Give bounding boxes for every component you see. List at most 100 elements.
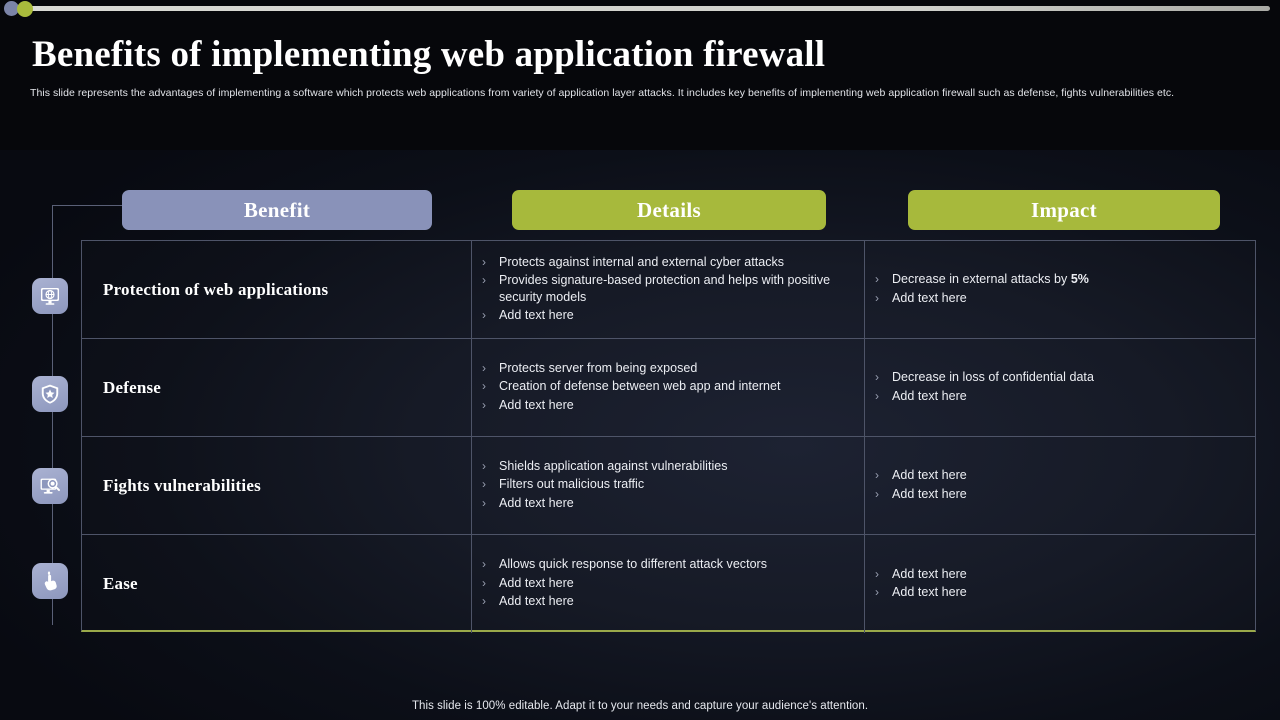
decorative-dot-olive (17, 1, 33, 17)
slide-footer-note: This slide is 100% editable. Adapt it to… (411, 700, 869, 712)
cell-impact: › Decrease in external attacks by 5% › Add … (865, 241, 1255, 338)
chevron-right-icon: › (482, 379, 487, 394)
list-item: › Add text here (482, 307, 864, 324)
impact-list: › Add text here › Add text here (875, 566, 1255, 603)
list-item-text: Filters out malicious traffic (499, 477, 645, 492)
chevron-right-icon: › (482, 254, 487, 269)
list-item-text: Protects server from being exposed (499, 360, 698, 375)
details-list: ›Protects against internal and external … (482, 254, 864, 326)
chevron-right-icon: › (875, 370, 880, 384)
cell-impact: › Decrease in loss of confidential data › A… (865, 339, 1255, 436)
list-item: › Decrease in external attacks by 5% (875, 271, 1255, 288)
page-title: Benefits of implementing web application… (32, 34, 826, 75)
benefit-label: Protection of web applications (103, 279, 329, 299)
list-item: › Filters out malicious traffic (482, 476, 864, 493)
list-item-text: Add text here (499, 397, 574, 412)
list-item-text: Add text here (499, 575, 574, 590)
chevron-right-icon: › (482, 273, 487, 287)
list-item-text: Decrease in external attacks by 5% (892, 272, 1089, 286)
list-item-text: Add text here (499, 308, 574, 322)
table-row: Fights vulnerabilities › Shields applicati… (82, 437, 1255, 535)
pointing-hand-click-icon (32, 563, 68, 599)
list-item-text: Add text here (892, 290, 967, 305)
list-item: ›Add text here (482, 495, 864, 512)
table-row: Protection of web applications ›Protects … (82, 241, 1255, 339)
cell-impact: › Add text here › Add text here (865, 437, 1255, 534)
monitor-search-bug-icon (32, 468, 68, 504)
list-item: › Add text here (482, 593, 864, 610)
list-item: › Add text here (482, 575, 864, 592)
chevron-right-icon: › (875, 388, 880, 403)
chevron-right-icon: › (482, 575, 487, 590)
impact-list: › Decrease in loss of confidential data › A… (875, 369, 1255, 406)
list-item-text: Add text here (892, 585, 967, 599)
list-item: › Add text here (482, 397, 864, 414)
list-item: › Add text here (875, 290, 1255, 307)
details-list: › Shields application against vulnerabili… (482, 458, 864, 514)
list-item: › Add text here (875, 388, 1255, 405)
benefit-label: Defense (103, 377, 162, 397)
page-subtitle: This slide represents the advantages of … (30, 87, 1175, 99)
list-item: › Creation of defense between web app and… (482, 378, 864, 395)
table-row: Defense › Protects server from being expos… (82, 339, 1255, 437)
connector-vertical (52, 205, 53, 625)
cell-details: › Protects server from being exposed › Crea… (472, 339, 865, 436)
top-left-decoration (0, 0, 1270, 22)
chevron-right-icon: › (482, 308, 487, 322)
list-item-text: Add text here (892, 388, 967, 403)
impact-list: › Add text here › Add text here (875, 467, 1255, 504)
chevron-right-icon: › (482, 360, 487, 375)
benefits-table: Protection of web applications›Protects … (81, 240, 1256, 633)
list-item: ›Protects against internal and external … (482, 254, 864, 271)
table-row: Ease › Allows quick response to different … (82, 535, 1255, 633)
list-item-text: Decrease in loss of confidential data (892, 370, 1094, 384)
list-item: › Provides signature-based protection and… (482, 272, 864, 305)
impact-list: › Decrease in external attacks by 5% › Add … (875, 271, 1255, 308)
benefit-label: Ease (103, 574, 138, 593)
list-item-text: Add text here (892, 566, 967, 581)
chevron-right-icon: › (875, 468, 880, 482)
list-item-text: Add text here (892, 486, 967, 501)
connector-line (52, 205, 132, 625)
column-header-impact: Impact (908, 190, 1220, 230)
chevron-right-icon: › (482, 594, 487, 609)
title-band (0, 0, 1280, 150)
decorative-rule (30, 6, 1270, 11)
cell-impact: › Add text here › Add text here (865, 535, 1255, 633)
cell-details: › Allows quick response to different atta… (472, 535, 865, 633)
list-item-text: Add text here (892, 468, 967, 482)
chevron-right-icon: › (482, 477, 487, 492)
list-item: ›Allows quick response to different atta… (482, 556, 864, 573)
list-item: › Add text here (875, 566, 1255, 583)
cell-benefit: Ease (82, 535, 472, 633)
chevron-right-icon: › (875, 486, 880, 501)
list-item-text: Creation of defense between web app and … (499, 379, 781, 394)
list-item: › Add text here (875, 486, 1255, 503)
details-list: › Allows quick response to different atta… (482, 556, 864, 612)
cell-benefit: Defense (82, 339, 472, 436)
cell-benefit: Fights vulnerabilities (82, 437, 472, 534)
list-item: › Shields application against vulnerabili… (482, 458, 864, 475)
cell-details: › Shields application against vulnerabili… (472, 437, 865, 534)
list-item-text: Shields application against vulnerabilit… (499, 458, 728, 473)
chevron-right-icon: › (875, 290, 880, 305)
benefit-label: Fights vulnerabilities (103, 475, 261, 495)
decorative-dot-blue (4, 1, 19, 16)
chevron-right-icon: › (482, 397, 487, 412)
chevron-right-icon: › (875, 585, 880, 599)
list-item: › Add text here (875, 467, 1255, 484)
chevron-right-icon: › (482, 458, 487, 473)
cell-details: ›Protects against internal and external … (472, 241, 865, 338)
chevron-right-icon: › (875, 272, 880, 286)
list-item-text: Provides signature-based protection and … (499, 273, 831, 304)
list-item-text: Add text here (499, 594, 574, 609)
globe-monitor-icon (32, 278, 68, 314)
chevron-right-icon: › (875, 566, 880, 581)
list-item-text: Allows quick response to different attac… (499, 557, 768, 572)
list-item: › Protects server from being exposed (482, 360, 864, 377)
list-item: › Add text here (875, 584, 1255, 601)
column-header-details: Details (512, 190, 826, 230)
connector-horizontal (52, 205, 124, 206)
list-item: › Decrease in loss of confidential data (875, 369, 1255, 386)
details-list: › Protects server from being exposed › Crea… (482, 360, 864, 416)
